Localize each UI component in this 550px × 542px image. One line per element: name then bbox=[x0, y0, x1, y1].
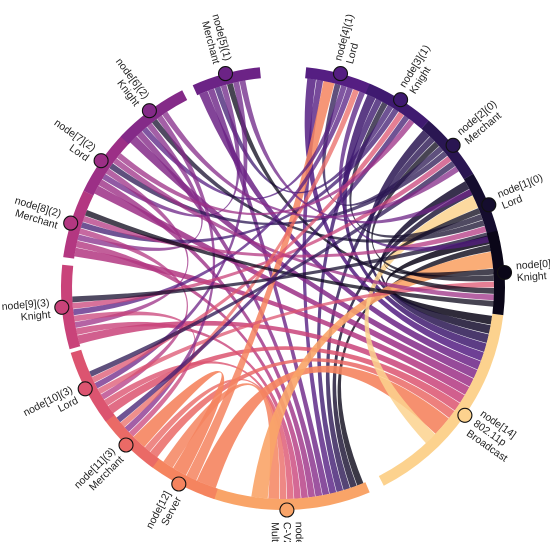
node-label: node[1](0)Lord bbox=[496, 172, 549, 212]
ring-arc bbox=[486, 230, 505, 316]
chord-ribbon bbox=[214, 86, 394, 194]
chord-ribbon bbox=[325, 136, 435, 491]
node-role-text: Multicast bbox=[269, 522, 282, 542]
chord-ribbon bbox=[386, 235, 493, 325]
chord-ribbon bbox=[109, 151, 448, 226]
node-label: node[4](1)Lord bbox=[332, 13, 368, 65]
chord-ribbon bbox=[332, 189, 473, 488]
node-marker bbox=[63, 215, 79, 231]
node-label: node[5](1)Merchant bbox=[198, 13, 234, 66]
chord-ribbon bbox=[102, 84, 240, 218]
chord-ribbon bbox=[133, 370, 225, 476]
node-marker bbox=[54, 299, 70, 315]
ring-arc bbox=[463, 173, 500, 241]
chord-ribbon bbox=[94, 185, 474, 387]
node-marker bbox=[141, 103, 157, 119]
node-label: node[0](0)Knight bbox=[516, 257, 550, 284]
node-label: node[2](0)Merchant bbox=[455, 98, 507, 147]
chord-ribbons bbox=[72, 78, 494, 500]
node-role-text: Knight bbox=[20, 309, 51, 324]
node-role-text: C-V2X bbox=[281, 522, 294, 542]
chord-ribbon bbox=[77, 123, 203, 251]
node-role-text: Lord bbox=[344, 42, 361, 66]
node-role-text: Knight bbox=[516, 270, 547, 284]
chord-ribbon bbox=[186, 80, 335, 481]
chord-ribbon bbox=[251, 251, 494, 499]
node-markers bbox=[54, 66, 513, 518]
node-id-text: node[9](3) bbox=[1, 297, 50, 313]
node-label: node[11](3)Merchant bbox=[72, 445, 126, 499]
node-label: node[8](2)Merchant bbox=[10, 195, 63, 232]
chord-ribbon bbox=[342, 94, 487, 352]
chord-ribbon bbox=[207, 88, 330, 496]
ring-arc bbox=[192, 67, 261, 96]
chord-ribbon bbox=[72, 232, 488, 303]
node-label: node[14]802.11pBroadcast bbox=[464, 408, 523, 465]
ring-arc bbox=[70, 349, 115, 422]
node-marker bbox=[118, 437, 134, 453]
node-marker bbox=[457, 407, 473, 423]
chord-ribbon bbox=[322, 83, 444, 206]
node-label: node[13]C-V2XMulticast bbox=[269, 522, 306, 542]
chord-ribbon bbox=[151, 119, 485, 243]
node-label: node[12]Server bbox=[144, 489, 185, 537]
ring-arc bbox=[378, 313, 504, 486]
node-id-text: node[0](0) bbox=[516, 257, 550, 272]
chord-ribbon bbox=[337, 244, 491, 486]
node-marker bbox=[77, 381, 93, 397]
node-label: node[6](2)Knight bbox=[103, 56, 151, 109]
ring-arc bbox=[60, 264, 81, 350]
node-label: node[9](3)Knight bbox=[1, 297, 51, 325]
chord-ribbon bbox=[338, 91, 489, 251]
ring-arc bbox=[63, 190, 94, 259]
node-marker bbox=[279, 502, 295, 518]
ring-arc bbox=[305, 67, 374, 96]
chord-ribbon bbox=[74, 247, 470, 395]
node-marker bbox=[481, 197, 497, 213]
node-label: node[7](2)Lord bbox=[45, 117, 98, 164]
chord-ribbon bbox=[163, 383, 280, 499]
node-marker bbox=[217, 66, 234, 82]
chord-ribbon bbox=[76, 240, 308, 499]
node-marker bbox=[171, 476, 187, 492]
chord-ribbon bbox=[384, 208, 494, 277]
node-marker bbox=[445, 137, 461, 153]
ring-arc bbox=[146, 454, 218, 500]
node-marker bbox=[496, 264, 513, 281]
node-label: node[10](3)Lord bbox=[21, 384, 80, 430]
chord-ribbon bbox=[77, 320, 465, 403]
node-id-text: node[13] bbox=[293, 522, 306, 542]
node-marker bbox=[393, 92, 409, 108]
node-marker bbox=[332, 66, 349, 82]
chord-ribbon bbox=[89, 161, 456, 377]
node-marker bbox=[93, 153, 109, 169]
chord-ribbon bbox=[196, 365, 449, 488]
ring-arc bbox=[120, 90, 188, 145]
node-label: node[3](1)Knight bbox=[397, 43, 443, 96]
ring-arc bbox=[203, 482, 370, 511]
